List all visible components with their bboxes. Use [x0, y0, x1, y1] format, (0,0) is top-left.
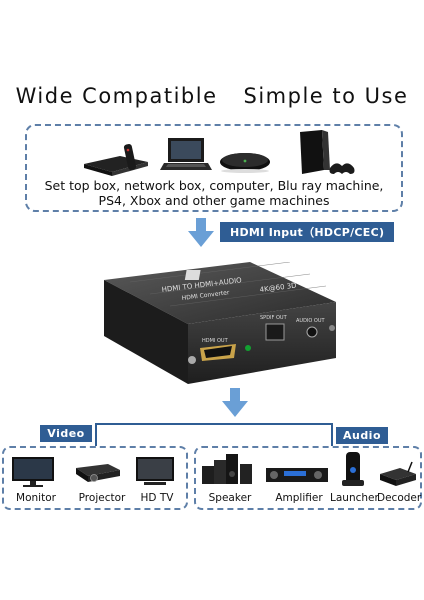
amplifier-label: Amplifier — [275, 492, 323, 504]
sources-box — [25, 124, 403, 212]
sources-caption: Set top box, network box, computer, Blu … — [25, 178, 403, 208]
headline: Wide Compatible Simple to Use — [0, 84, 424, 108]
tv-icon — [136, 457, 174, 485]
audio-tag: Audio — [336, 427, 388, 444]
monitor-icon — [12, 457, 54, 487]
hdmi-input-banner: HDMI Input（HDCP/CEC) — [220, 222, 395, 242]
sources-caption-line2: PS4, Xbox and other game machines — [98, 193, 330, 208]
audio-out-label: AUDIO OUT — [296, 318, 326, 324]
audio-jack — [306, 326, 318, 338]
network-box-icon — [220, 153, 270, 173]
projector-icon — [76, 464, 120, 482]
audio-output-box — [194, 446, 422, 510]
down-arrow-icon — [188, 218, 214, 247]
decoder-label: Decoder — [377, 492, 422, 504]
speaker-icon — [202, 454, 252, 484]
optical-port — [265, 323, 285, 341]
decoder-icon — [380, 461, 416, 486]
tree-left-vertical — [95, 423, 97, 446]
laptop-icon — [160, 138, 212, 170]
down-arrow-icon-2 — [222, 388, 248, 417]
headline-left: Wide Compatible — [15, 84, 218, 108]
launcher-icon — [342, 452, 364, 486]
hd-tv-label: HD TV — [140, 492, 174, 504]
monitor-label: Monitor — [16, 492, 56, 504]
projector-label: Projector — [78, 492, 126, 504]
tree-right-vertical — [331, 423, 333, 446]
video-output-box — [2, 446, 188, 510]
converter-device: HDMI TO HDMI+AUDIO HDMI Converter 4K@60 … — [104, 262, 336, 384]
amplifier-icon — [266, 468, 328, 482]
spdif-out-label: SPDIF OUT — [260, 315, 288, 321]
launcher-label: Launcher — [330, 492, 379, 504]
hdmi-out-label: HDMI OUT — [202, 338, 229, 344]
tree-horizontal — [95, 423, 333, 425]
video-tag: Video — [40, 425, 92, 442]
headline-right: Simple to Use — [243, 84, 409, 108]
set-top-box-icon — [84, 144, 148, 176]
speaker-label: Speaker — [208, 492, 252, 504]
game-console-icon — [300, 130, 355, 174]
sources-caption-line1: Set top box, network box, computer, Blu … — [44, 178, 384, 193]
